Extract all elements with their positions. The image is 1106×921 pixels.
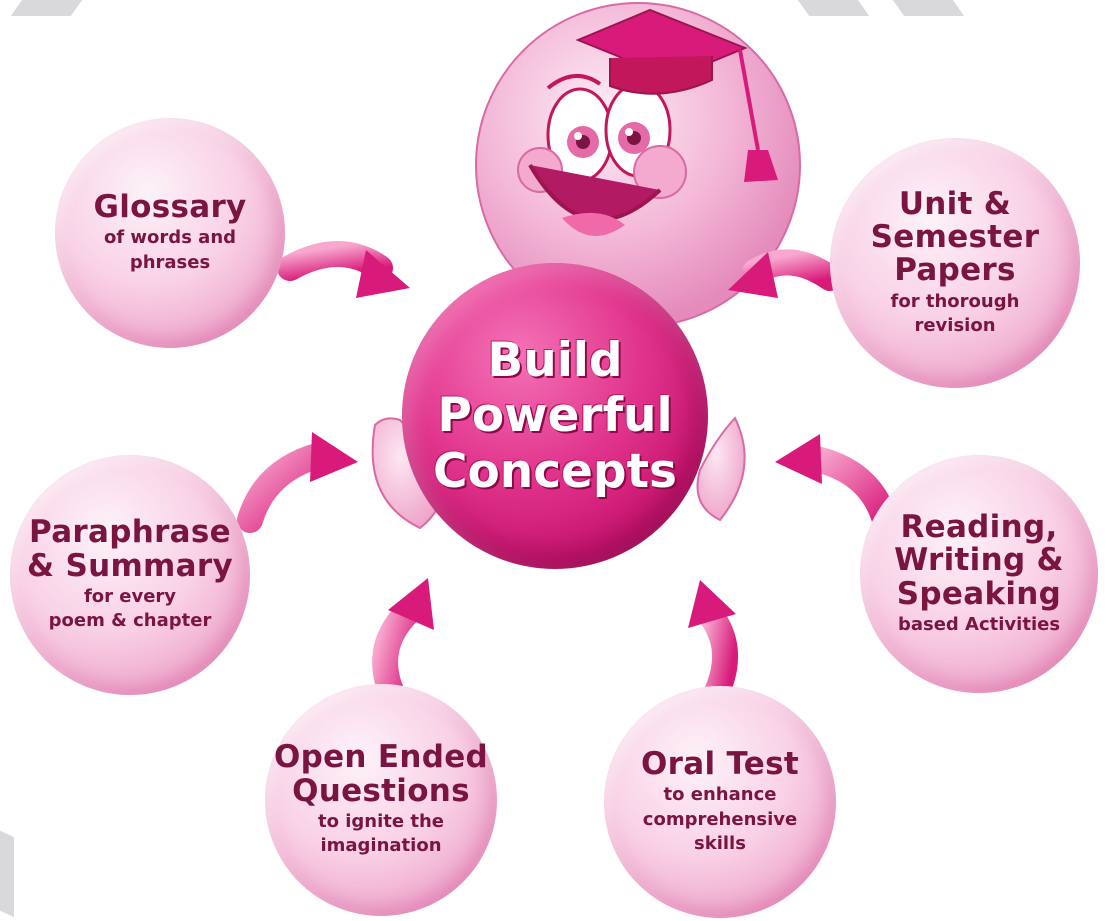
arrow-unit-semester xyxy=(728,249,843,298)
center-line-3: Concepts xyxy=(432,443,678,499)
arrow-reading xyxy=(775,434,898,533)
center-line-1: Build xyxy=(487,332,623,388)
arrow-oral-test xyxy=(688,580,739,715)
bubble-paraphrase-title: Paraphrase& Summary xyxy=(27,514,233,584)
arrow-open-ended xyxy=(372,578,434,713)
arrow-paraphrase xyxy=(237,432,358,533)
center-line-2: Powerful xyxy=(437,388,673,444)
bubble-reading-writing-title: Reading,Writing &Speaking xyxy=(894,508,1064,612)
center-bubble: Build Powerful Concepts xyxy=(402,263,708,569)
bubble-reading-writing: Reading,Writing &Speaking based Activiti… xyxy=(860,455,1098,693)
arrow-glossary xyxy=(277,241,410,298)
bubble-oral-test-title: Oral Test xyxy=(640,745,799,782)
bubble-glossary-title: Glossary xyxy=(93,188,247,225)
bubble-reading-writing-sub: based Activities xyxy=(897,614,1061,636)
